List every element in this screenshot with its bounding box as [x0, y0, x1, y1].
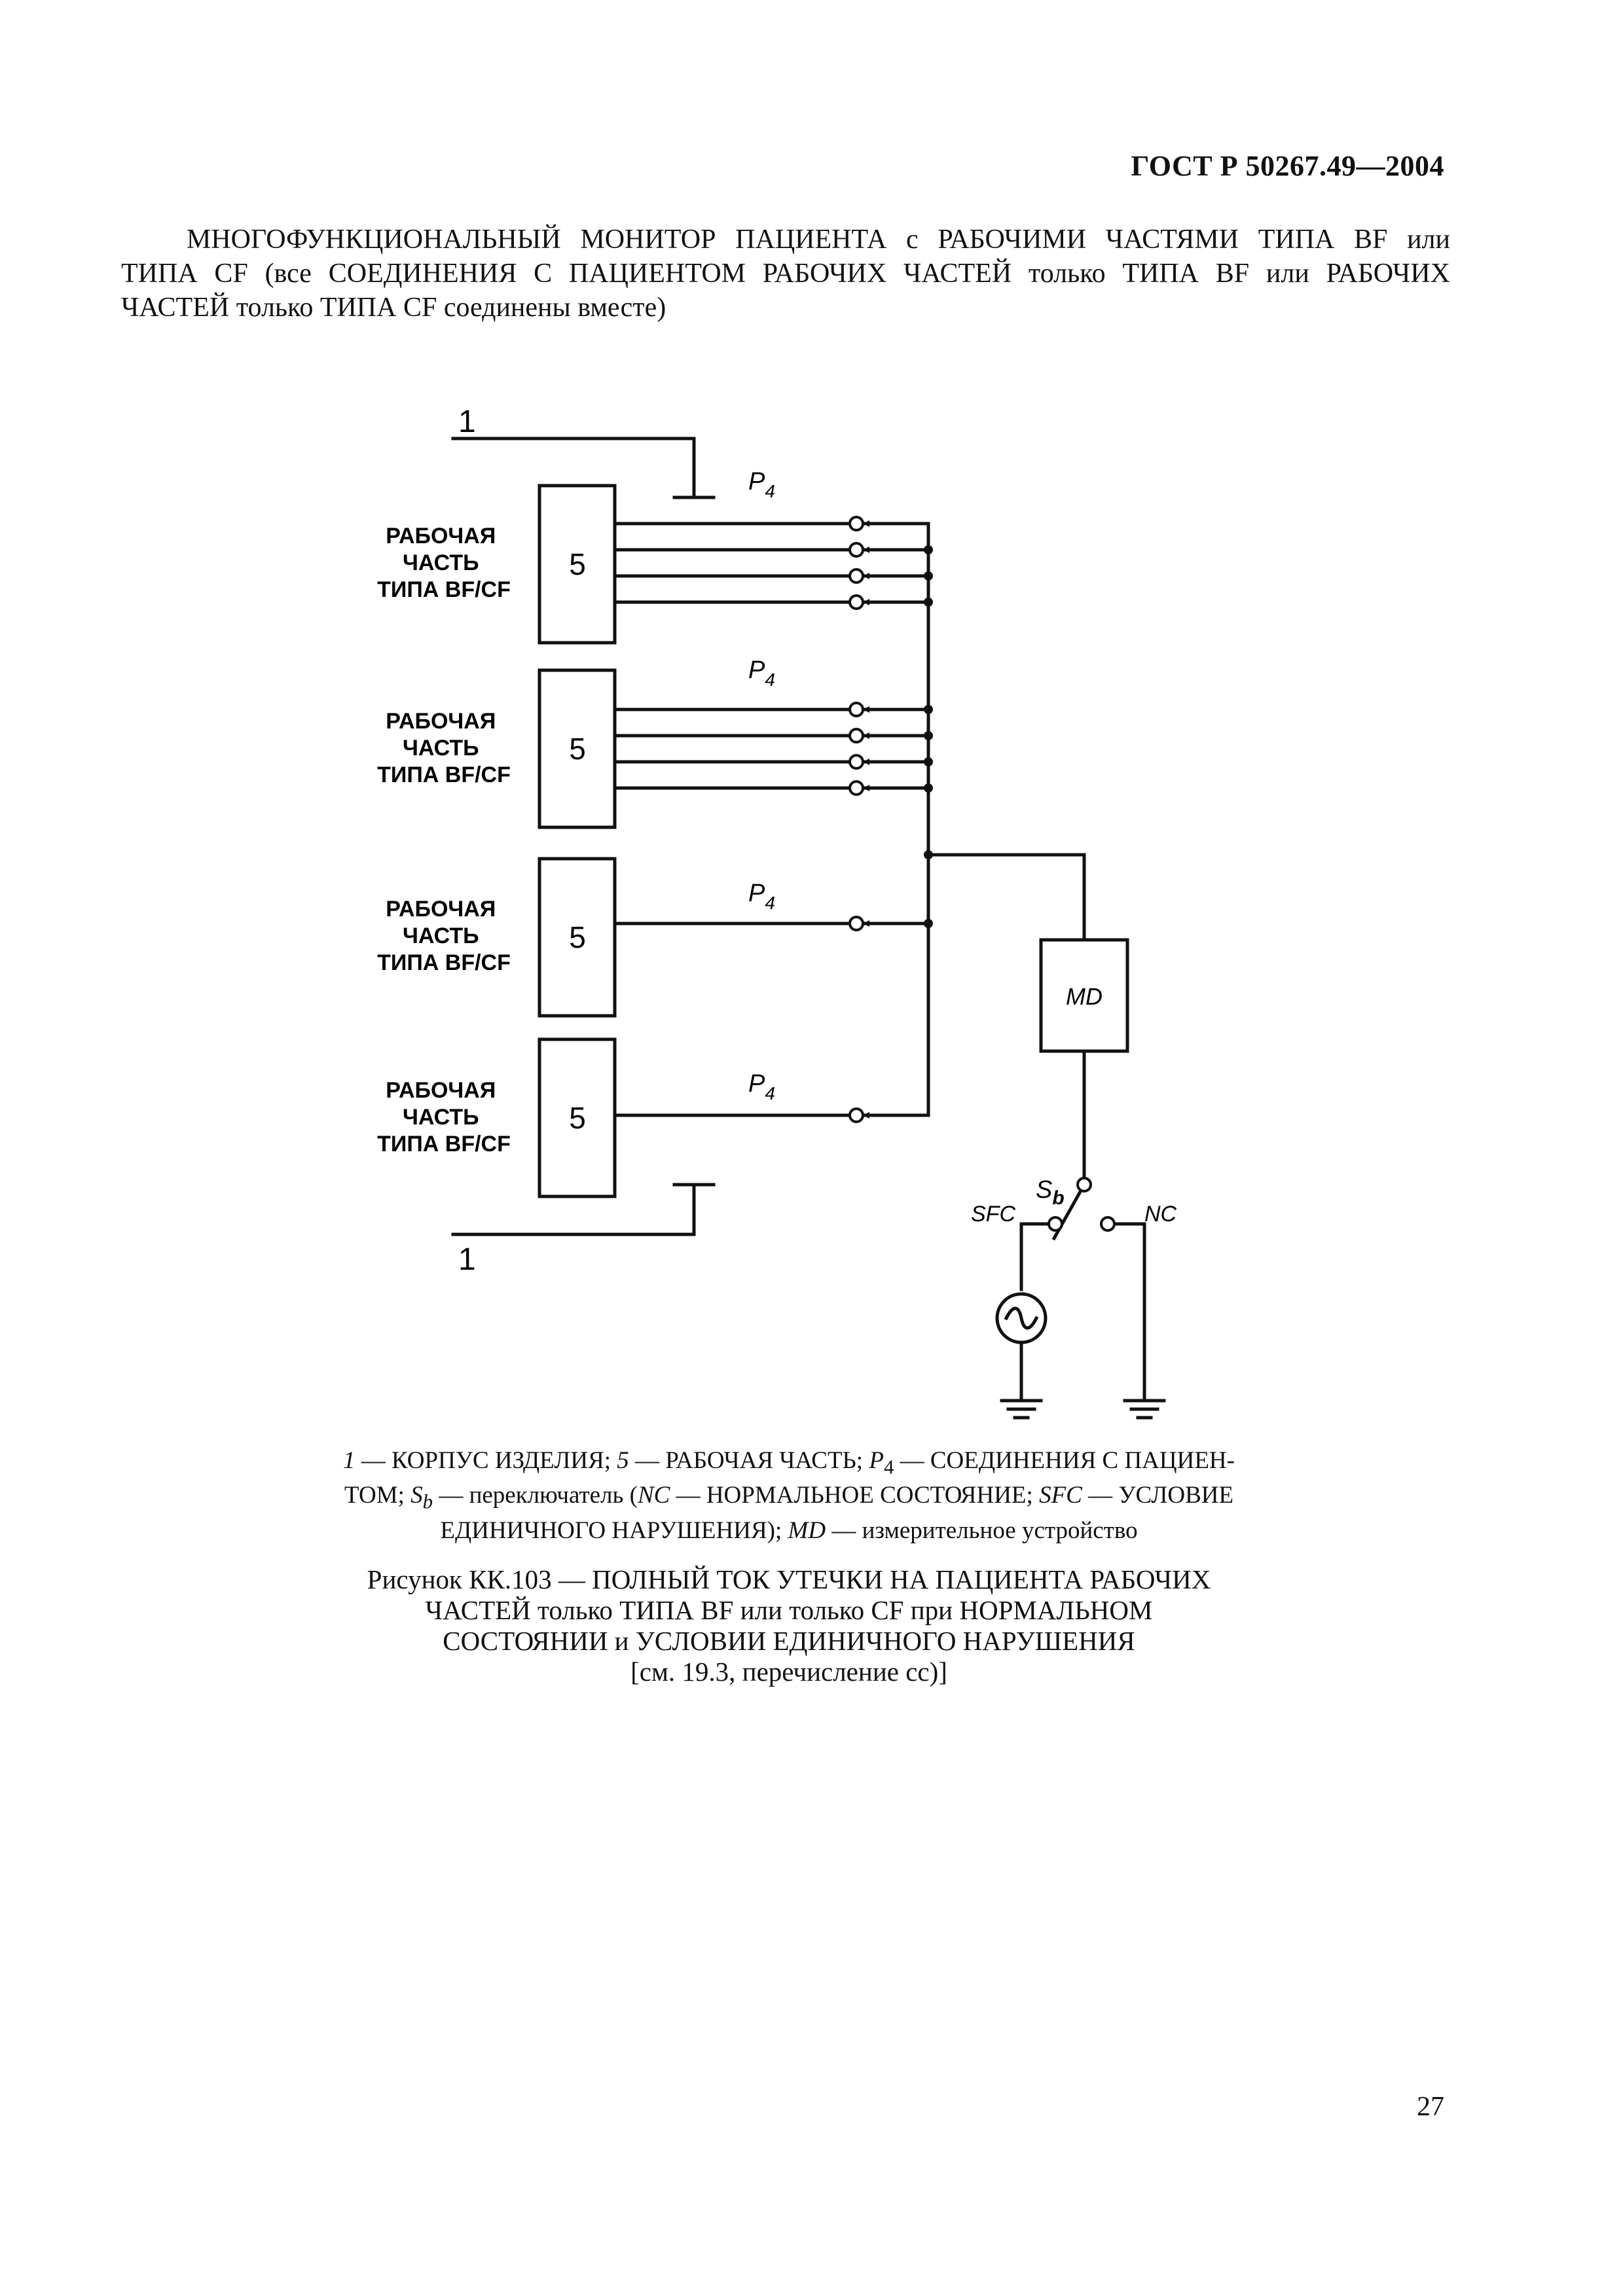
enclosure-bottom-line — [451, 1183, 696, 1236]
patient-connection-label-2: P4 — [748, 656, 775, 690]
page-number: 27 — [1417, 2092, 1444, 2122]
box-number-2: 5 — [569, 732, 586, 766]
intro-line-2: ТИПА CF (все СОЕДИНЕНИЯ С ПАЦИЕНТОМ РАБО… — [121, 259, 1450, 289]
box-number-4: 5 — [569, 1101, 586, 1135]
intro-line-3: ЧАСТЕЙ только ТИПА CF соединены вместе) — [121, 293, 666, 323]
document-header: ГОСТ Р 50267.49—2004 — [1131, 150, 1444, 182]
measuring-device-label: MD — [1066, 983, 1103, 1010]
patient-connection-label-3: P4 — [748, 880, 775, 913]
switch-label: Sb — [1036, 1176, 1065, 1209]
caption-line-1: Рисунок КК.103 — ПОЛНЫЙ ТОК УТЕЧКИ НА ПА… — [367, 1564, 1211, 1594]
applied-part-label-2: РАБОЧАЯ ЧАСТЬ ТИПА BF/CF — [377, 709, 511, 787]
enclosure-label-top: 1 — [458, 404, 476, 439]
caption-line-2: ЧАСТЕЙ только ТИПА BF или только CF при … — [425, 1595, 1153, 1625]
figure-caption: Рисунок КК.103 — ПОЛНЫЙ ТОК УТЕЧКИ НА ПА… — [288, 1564, 1290, 1687]
intro-paragraph: МНОГОФУНКЦИОНАЛЬНЫЙ МОНИТОР ПАЦИЕНТА с Р… — [121, 223, 1450, 325]
caption-line-3: СОСТОЯНИИ и УСЛОВИИ ЕДИНИЧНОГО НАРУШЕНИЯ — [443, 1626, 1135, 1656]
applied-part-label-3: РАБОЧАЯ ЧАСТЬ ТИПА BF/CF — [377, 897, 511, 975]
applied-part-box-1 — [538, 484, 617, 645]
patient-connection-label-1: P4 — [748, 468, 775, 501]
intro-line-1: МНОГОФУНКЦИОНАЛЬНЫЙ МОНИТОР ПАЦИЕНТА с Р… — [187, 224, 1450, 255]
box-number-1: 5 — [569, 547, 586, 581]
applied-part-box-2 — [538, 668, 617, 829]
figure-legend: 1 — КОРПУС ИЗДЕЛИЯ; 5 — РАБОЧАЯ ЧАСТЬ; P… — [343, 1447, 1235, 1544]
applied-part-label-4: РАБОЧАЯ ЧАСТЬ ТИПА BF/CF — [377, 1078, 511, 1157]
applied-part-box-3 — [538, 857, 617, 1018]
enclosure-label-bottom: 1 — [458, 1242, 476, 1277]
enclosure-top-line — [451, 437, 696, 499]
patient-connection-label-4: P4 — [748, 1070, 775, 1103]
applied-part-box-4 — [538, 1037, 617, 1198]
sfc-label: SFC — [971, 1202, 1015, 1227]
box-number-3: 5 — [569, 920, 586, 954]
circuit-diagram: 1 1 5 5 5 5 РАБОЧАЯ ЧАСТЬ ТИПА BF/CF РАБ… — [377, 404, 1177, 1420]
nc-label: NC — [1144, 1202, 1177, 1227]
caption-line-4: [см. 19.3, перечисление cc)] — [630, 1657, 947, 1687]
applied-part-label-1: РАБОЧАЯ ЧАСТЬ ТИПА BF/CF — [377, 524, 511, 602]
